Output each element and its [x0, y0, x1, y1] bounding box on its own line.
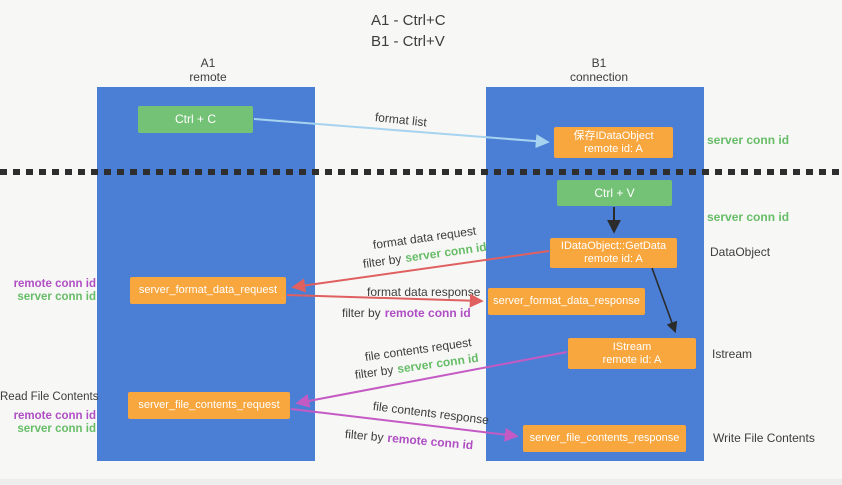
filter-by-text: filter by — [354, 362, 395, 382]
server-format-data-request-box: server_format_data_request — [130, 277, 286, 304]
dashed-separator-line — [0, 169, 842, 175]
conn-id-pair-file: remote conn id server conn id — [0, 410, 96, 436]
column-header-a1: A1 remote — [153, 56, 263, 84]
write-file-contents-label: Write File Contents — [713, 431, 815, 445]
server-conn-id-label-mid: server conn id — [707, 210, 790, 224]
column-header-b1: B1 connection — [544, 56, 654, 84]
remote-conn-id-label-file: remote conn id — [13, 410, 96, 422]
server-conn-id-label-format: server conn id — [17, 291, 96, 303]
istream-box: IStream remote id: A — [568, 338, 696, 369]
diagram-title: A1 - Ctrl+C B1 - Ctrl+V — [371, 10, 446, 52]
save-idataobject-line1: 保存IDataObject — [573, 129, 654, 142]
filter-by-text: filter by — [344, 427, 385, 445]
idataobject-getdata-line1: IDataObject::GetData — [560, 240, 667, 252]
save-idataobject-line2: remote id: A — [584, 142, 643, 155]
filter-by-text: filter by — [342, 306, 381, 320]
file-contents-response-label: file contents response — [372, 399, 490, 428]
ctrl-c-label: Ctrl + C — [174, 112, 216, 126]
server-format-data-response-label: server_format_data_response — [493, 295, 640, 307]
filter-by-text: filter by — [362, 251, 403, 271]
idataobject-getdata-box: IDataObject::GetData remote id: A — [550, 238, 677, 268]
istream-side-label: Istream — [712, 347, 753, 361]
ctrl-v-label: Ctrl + V — [594, 185, 635, 200]
server-conn-id-label-top: server conn id — [707, 133, 790, 147]
column-a1-subtitle: remote — [189, 70, 227, 84]
column-b1-subtitle: connection — [569, 70, 629, 84]
ctrl-v-box: Ctrl + V — [557, 180, 672, 206]
column-b1-name: B1 — [591, 56, 607, 70]
server-format-data-response-box: server_format_data_response — [488, 288, 645, 315]
dataobject-label: DataObject — [710, 245, 771, 259]
remote-conn-id-label-format: remote conn id — [13, 278, 96, 290]
server-file-contents-response-box: server_file_contents_response — [523, 425, 686, 452]
title-line-1: A1 - Ctrl+C — [371, 12, 446, 29]
conn-id-pair-format: remote conn id server conn id — [0, 278, 96, 304]
istream-line1: IStream — [612, 340, 652, 353]
remote-conn-id-text: remote conn id — [386, 430, 474, 453]
ctrl-c-box: Ctrl + C — [138, 106, 253, 133]
bottom-strip — [0, 479, 842, 485]
idataobject-getdata-line2: remote id: A — [584, 253, 643, 265]
column-a1-name: A1 — [200, 56, 216, 70]
server-file-contents-request-box: server_file_contents_request — [128, 392, 290, 419]
server-conn-id-label-file: server conn id — [17, 423, 96, 435]
read-file-contents-label: Read File Contents — [0, 391, 99, 403]
remote-conn-id-text: remote conn id — [384, 306, 471, 320]
format-list-label: format list — [374, 110, 428, 130]
save-idataobject-box: 保存IDataObject remote id: A — [554, 127, 673, 158]
format-data-response-label: format data response — [367, 285, 481, 299]
server-file-contents-response-label: server_file_contents_response — [529, 432, 680, 444]
title-line-2: B1 - Ctrl+V — [371, 33, 445, 50]
istream-line2: remote id: A — [602, 353, 662, 366]
server-file-contents-request-label: server_file_contents_request — [138, 399, 280, 411]
server-format-data-request-label: server_format_data_request — [138, 284, 278, 296]
